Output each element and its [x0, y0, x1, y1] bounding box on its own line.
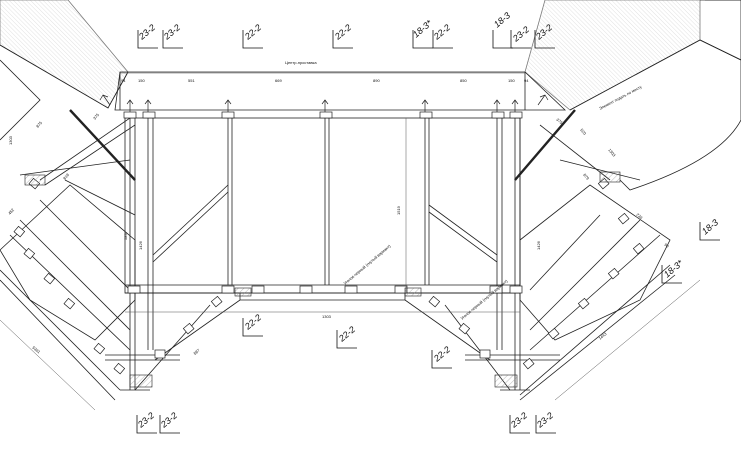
dim-label: 1426: [138, 240, 143, 250]
top-dimensions: 94 150 551 669 890 850 150 94: [121, 78, 529, 83]
section-mark: 23-2: [136, 22, 157, 42]
wall-left: [0, 0, 129, 141]
section-mark: 23-2: [161, 22, 182, 42]
wall-right: [524, 0, 741, 191]
dim-label: 551: [188, 78, 195, 83]
dim-label: 1303: [322, 314, 332, 319]
dim-label: 875: [35, 120, 44, 129]
dim-label: 239: [635, 212, 644, 221]
section-marks-middle: [242, 318, 452, 369]
dimension-lines: [0, 72, 701, 411]
section-mark: 23-2: [508, 410, 529, 430]
section-mark: 22-2: [431, 22, 452, 42]
dim-label: 1303: [8, 135, 13, 145]
section-mark: 18-3: [492, 10, 512, 29]
section-marks-top: [137, 30, 555, 49]
dim-label: 887: [192, 347, 201, 356]
section-mark: 22-2: [336, 324, 357, 344]
top-strip: [114, 71, 567, 111]
dim-label: 94: [121, 78, 126, 83]
lift-hooks: [99, 94, 549, 112]
dim-label: 5391: [31, 345, 42, 355]
dim-label: 890: [373, 78, 380, 83]
section-mark: 23-2: [534, 410, 555, 430]
section-mark: 23-2: [510, 24, 531, 44]
hatched-blocks: [24, 171, 621, 388]
section-mark: 22-2: [431, 344, 452, 364]
mid-dimensions: 1519 1303: [322, 205, 401, 319]
dim-label: 1519: [396, 205, 401, 215]
dim-label: 375: [92, 112, 101, 121]
section-marks-bottom: [136, 415, 556, 434]
section-mark: 22-2: [242, 312, 263, 332]
dim-label: 90: [663, 242, 670, 249]
dim-label: 1303: [607, 147, 617, 158]
dim-label: 150: [138, 78, 145, 83]
dim-label: 669: [275, 78, 282, 83]
section-mark: 18-3*: [411, 18, 434, 40]
dim-label: 452: [7, 207, 16, 216]
dim-label: 879: [582, 172, 591, 181]
dim-label: 850: [460, 78, 467, 83]
bolt-plates: [13, 111, 645, 375]
section-mark: 18-3: [700, 217, 720, 236]
section-marks-right: [661, 222, 720, 284]
dim-label: 819: [62, 172, 71, 181]
dim-label: 520: [579, 127, 588, 136]
dim-label: 94: [524, 78, 529, 83]
section-mark: 23-2: [135, 410, 156, 430]
section-mark: 23-2: [158, 410, 179, 430]
dim-label: 589: [123, 233, 128, 240]
dim-label: 150: [508, 78, 515, 83]
header-note: Центр-проставка: [285, 60, 317, 65]
dim-label: 375: [555, 117, 564, 126]
section-mark: 22-2: [332, 22, 353, 42]
section-mark: 22-2: [242, 22, 263, 42]
frame-structure: [0, 109, 676, 401]
dim-label: 1426: [536, 240, 541, 250]
left-dimensions: 1303 875 375 819 452 1426 589 5391 887: [7, 112, 201, 356]
angle-note-left: Уголок-черный (гнутый вариант): [342, 243, 392, 286]
dim-label: 1443: [597, 331, 608, 341]
right-dimensions: 375 520 1303 879 1426 239 90 1443: [536, 117, 671, 341]
